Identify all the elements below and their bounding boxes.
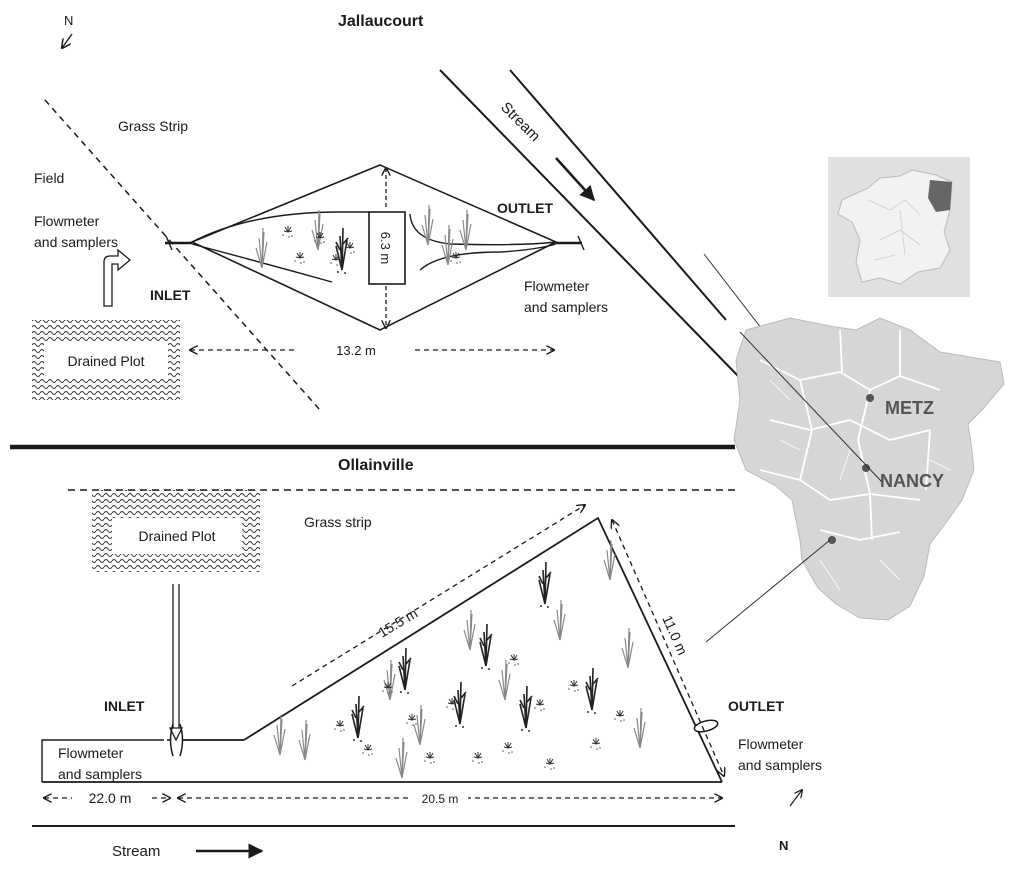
inner-channel-upper: [191, 211, 370, 243]
drained-plot-label-bottom: Drained Plot: [138, 528, 215, 544]
drained-plot-label: Drained Plot: [67, 353, 144, 369]
inlet-box-outline: [41, 739, 160, 782]
metz-label: METZ: [885, 398, 934, 418]
jallaucourt-title: Jallaucourt: [338, 13, 424, 30]
jallaucourt-section: Jallaucourt N Grass Strip Field Flowmete…: [32, 13, 741, 411]
outlet-flowmeter-bottom-line1: Flowmeter: [738, 736, 804, 752]
north-arrow-icon: [62, 33, 73, 48]
weir-box: [368, 211, 406, 285]
outlet-pipe-bottom: [693, 719, 719, 733]
france-outline: [837, 169, 953, 285]
base-label-bg: [412, 790, 468, 806]
france-regions: [867, 199, 921, 261]
north-arrow-bottom-icon: [789, 790, 802, 807]
grass-strip-edge-line: [44, 99, 321, 411]
stream-bank-2: [509, 69, 727, 321]
outlet-channel-upper: [409, 213, 557, 246]
inlet-label: INLET: [150, 287, 191, 303]
france-inset-map: [703, 157, 970, 483]
wetland-triangle: [243, 516, 723, 783]
side-dim-arrow: [612, 520, 724, 776]
inlet-pipe-flange: [169, 723, 184, 757]
length-label: 13.2 m: [336, 343, 376, 358]
inlet-flowmeter-label-line1: Flowmeter: [34, 213, 100, 229]
flow-up-arrow-icon: [103, 248, 132, 307]
offset-label: 22.0 m: [89, 790, 132, 806]
lorraine-subdivisions: [769, 379, 951, 591]
outlet-flowmeter-label-line1: Flowmeter: [524, 278, 590, 294]
nancy-label: NANCY: [880, 471, 944, 491]
field-label: Field: [34, 170, 64, 186]
nancy-dot: [862, 464, 870, 472]
stream-bank-1: [439, 69, 741, 379]
drained-plot-box-bottom: [112, 518, 242, 554]
pipe-caps: [165, 235, 585, 251]
grass-strip-label: Grass Strip: [118, 118, 188, 134]
outlet-flowmeter-bottom-line2: and samplers: [738, 757, 822, 773]
north-label-top: N: [64, 13, 73, 28]
north-label-bottom: N: [779, 838, 788, 853]
ollainville-leader-line: [705, 539, 831, 643]
hypotenuse-label: 15.5 m: [375, 605, 420, 641]
jallaucourt-leader-line: [739, 331, 883, 483]
side-label: 11.0 m: [659, 613, 691, 658]
ollainville-dot: [828, 536, 836, 544]
offset-label-bg: [72, 788, 150, 806]
drain-down-arrow-icon: [168, 727, 184, 742]
width-label: 6.3 m: [378, 232, 393, 265]
vegetation-bottom: [273, 539, 646, 779]
hypotenuse-dim-arrow: [291, 505, 585, 687]
ollainville-section: Ollainville Grass strip Drained Plot INL…: [32, 457, 822, 860]
lorraine-map: METZ NANCY: [705, 317, 1005, 643]
outlet-channel-lower: [419, 243, 557, 271]
inlet-flowmeter-bottom-line1: Flowmeter: [58, 745, 124, 761]
outlet-label: OUTLET: [497, 200, 553, 216]
ollainville-title: Ollainville: [338, 457, 414, 474]
outlet-flowmeter-label-line2: and samplers: [524, 299, 608, 315]
metz-dot: [866, 394, 874, 402]
drained-plot-box: [44, 343, 168, 377]
stream-flow-arrow-icon: [555, 157, 596, 202]
grass-strip-label-bottom: Grass strip: [304, 514, 372, 530]
base-label: 20.5 m: [422, 792, 459, 806]
inlet-label-bottom: INLET: [104, 698, 145, 714]
stream-label-bottom: Stream: [112, 843, 160, 860]
inlet-flowmeter-label-line2: and samplers: [34, 234, 118, 250]
outlet-label-bottom: OUTLET: [728, 698, 784, 714]
stream-label-top: Stream: [497, 99, 543, 145]
inlet-flowmeter-bottom-line2: and samplers: [58, 766, 142, 782]
lorraine-highlight: [928, 180, 952, 212]
